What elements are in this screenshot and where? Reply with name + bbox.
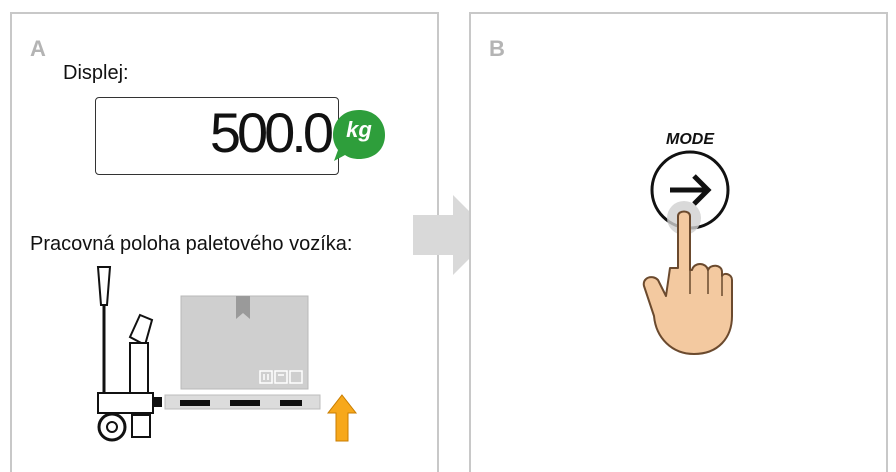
right-arrow-icon: [670, 174, 712, 206]
box-icon: [180, 295, 309, 390]
pointing-hand-icon: [642, 201, 733, 355]
pallet-truck-icon: [96, 266, 321, 442]
scale-display: [95, 97, 339, 175]
mode-button-label: MODE: [666, 131, 714, 148]
unit-badge-icon: [333, 110, 385, 161]
position-label: Pracovná poloha paletového vozíka:: [30, 233, 353, 255]
panel-a-letter: A: [30, 36, 46, 61]
panel-b-letter: B: [489, 36, 505, 61]
display-value: 500.0: [209, 101, 334, 164]
display-unit: kg: [346, 117, 372, 142]
up-arrow-icon: [326, 394, 358, 442]
display-label: Displej:: [63, 62, 129, 84]
